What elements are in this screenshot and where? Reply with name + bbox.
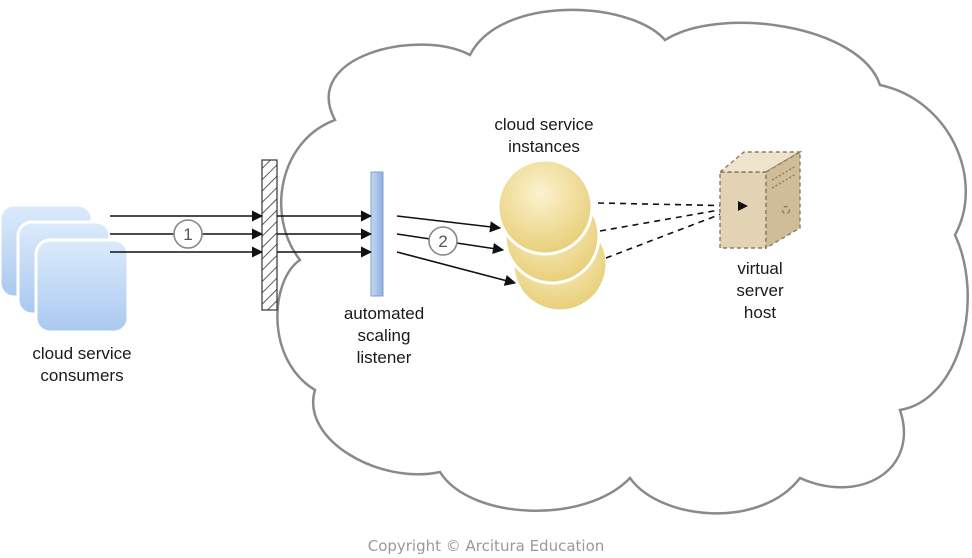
listener-label: automated scaling listener [314,303,454,369]
listener-label-line-1: automated [343,304,425,323]
request-arrows-to-listener [277,210,373,258]
copyright-notice: Copyright © Arcitura Education [367,537,605,555]
consumers-label-line-1: cloud service [32,344,132,363]
firewall-icon [261,159,278,311]
server-label: virtual server host [690,258,830,324]
cloud-shape [276,8,969,515]
step-1-marker: 1 [173,219,203,249]
instances-label: cloud service instances [474,114,614,158]
automated-scaling-listener-icon [370,171,384,297]
step-2-marker: 2 [428,226,458,256]
server-label-line-2: server [736,281,784,300]
svg-text:1: 1 [183,225,192,244]
virtual-server-host-icon [718,150,803,250]
server-label-line-1: virtual [737,259,783,278]
server-label-line-3: host [743,303,777,322]
consumers-label-line-2: consumers [40,366,124,385]
server-arrowhead [738,201,748,211]
listener-label-line-2: scaling [357,326,411,345]
svg-text:2: 2 [438,232,447,251]
instances-label-line-2: instances [508,137,580,156]
consumers-label: cloud service consumers [12,343,152,387]
cloud-service-consumers-icon [0,203,130,334]
instances-label-line-1: cloud service [494,115,594,134]
listener-label-line-3: listener [356,348,412,367]
cloud-service-instances-icon [496,158,609,313]
hosting-links [597,202,743,259]
